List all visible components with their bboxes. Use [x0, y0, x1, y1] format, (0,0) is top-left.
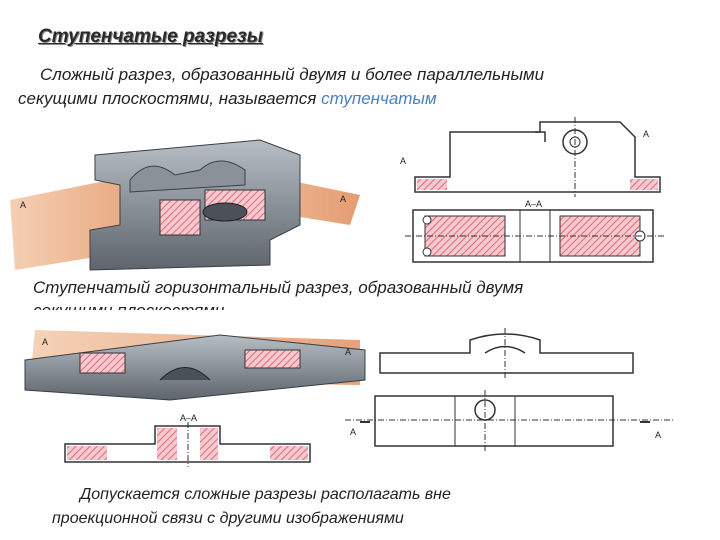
- caption-line-1: Ступенчатый горизонтальный разрез, образ…: [33, 278, 524, 297]
- page-title: Ступенчатые разрезы: [38, 26, 263, 47]
- note-line-2: проекционной связи с другими изображения…: [52, 510, 404, 527]
- section2-outline: [64, 425, 311, 463]
- top-outline: [374, 395, 614, 447]
- figure-3d-stepped-section: А А: [10, 139, 360, 271]
- label-a-left: А: [20, 200, 26, 210]
- definition-text: секущими плоскостями, называется: [18, 89, 322, 108]
- label-a-top1: А: [350, 427, 356, 437]
- note-line-1: Допускается сложные разрезы располагать …: [80, 486, 451, 503]
- section-aa-label-2: А–А: [180, 413, 197, 423]
- section-aa-label: А–А: [525, 199, 542, 209]
- front2-outline: [379, 333, 634, 374]
- label-a-h2: А: [345, 347, 351, 357]
- drawing-top-view: А А: [345, 390, 675, 452]
- bore-hole: [202, 202, 248, 222]
- front-outline: [414, 121, 661, 193]
- label-a-front: А: [400, 156, 406, 166]
- caption-line-2: секущими плоскостями: [33, 300, 224, 310]
- part-top-arc: [129, 160, 246, 193]
- drawing-front-view-2: [379, 328, 634, 380]
- highlighted-term: ступенчатым: [321, 89, 437, 108]
- section-face-1: [159, 199, 201, 236]
- front-section-hatch-right: [630, 179, 658, 190]
- front-section-hatch-left: [417, 179, 447, 190]
- label-a-h1: А: [42, 337, 48, 347]
- drawing-section-aa-2: А–А: [64, 413, 311, 467]
- label-a-front-right: А: [643, 129, 649, 139]
- drawing-section-aa: А–А: [405, 199, 665, 263]
- label-a-right: А: [340, 194, 346, 204]
- drawing-front-view: А А: [400, 117, 661, 197]
- definition-line-2: секущими плоскостями, называется ступенч…: [18, 88, 437, 109]
- figure-3d-horizontal-section: А А: [24, 330, 366, 401]
- definition-line-1: Сложный разрез, образованный двумя и бол…: [40, 65, 545, 84]
- label-a-top2: А: [655, 430, 661, 440]
